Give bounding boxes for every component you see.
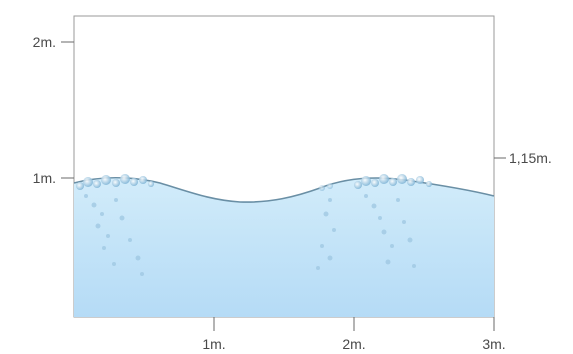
underwater-bubbles-right (364, 194, 416, 268)
left-axis-label-2m: 2m. (33, 34, 56, 50)
underwater-bubbles-mid (316, 198, 336, 270)
wave-crest-foam-right (354, 174, 432, 189)
wave-crest-foam-mid (319, 183, 333, 191)
underwater-bubbles-left (84, 194, 144, 276)
bottom-axis-label-3m: 3m. (482, 336, 505, 352)
bottom-axis-label-2m: 2m. (342, 336, 365, 352)
right-axis-label: 1,15m. (509, 150, 552, 166)
wave-crest-foam-left (76, 174, 154, 190)
water-body (74, 177, 494, 317)
bottom-axis-label-1m: 1m. (202, 336, 225, 352)
left-axis-label-1m: 1m. (33, 170, 56, 186)
